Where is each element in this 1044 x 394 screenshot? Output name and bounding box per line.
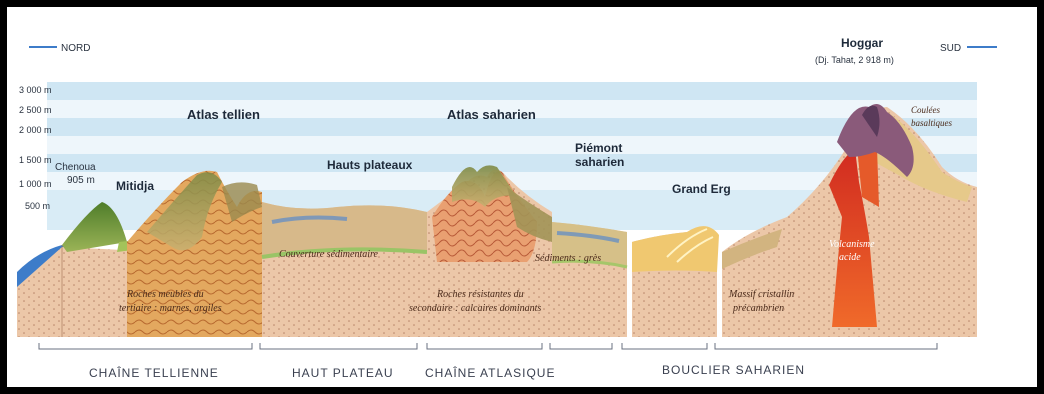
altitude-label-500: 500 m	[25, 201, 50, 211]
region-haut-plateau: HAUT PLATEAU	[292, 366, 394, 380]
label-roches-resistantes-1: Roches résistantes du	[436, 289, 524, 300]
label-atlas-tellien: Atlas tellien	[187, 107, 260, 122]
block-piemont	[552, 222, 627, 337]
region-bouclier-saharien: BOUCLIER SAHARIEN	[662, 363, 805, 377]
altitude-label-1500: 1 500 m	[19, 155, 52, 165]
diagram-frame: 3 000 m 2 500 m 2 000 m 1 500 m 1 000 m …	[7, 7, 1037, 387]
cross-section-diagram: 3 000 m 2 500 m 2 000 m 1 500 m 1 000 m …	[7, 7, 1037, 387]
altitude-label-2000: 2 000 m	[19, 125, 52, 135]
label-massif-2: précambrien	[732, 303, 784, 314]
label-chenoua-name: Chenoua	[55, 162, 96, 173]
block-haut-plateau	[262, 202, 427, 337]
label-coulees-1: Coulées	[911, 105, 940, 115]
altitude-label-2500: 2 500 m	[19, 105, 52, 115]
label-hoggar-detail: (Dj. Tahat, 2 918 m)	[815, 55, 894, 65]
label-piemont-2: saharien	[575, 155, 624, 169]
region-labels: CHAÎNE TELLIENNE HAUT PLATEAU CHAÎNE ATL…	[89, 363, 805, 380]
label-hoggar: Hoggar	[841, 36, 883, 50]
label-roches-meubles-2: tertiaire : marnes, argiles	[119, 303, 222, 314]
label-atlas-saharien: Atlas saharien	[447, 107, 536, 122]
north-label: NORD	[61, 43, 90, 54]
direction-south: SUD	[940, 43, 997, 54]
label-chenoua-height: 905 m	[67, 175, 95, 186]
block-grand-erg	[632, 226, 719, 337]
label-sediments: Sédiments : grès	[535, 253, 601, 264]
label-volcanisme-1: Volcanisme	[829, 239, 875, 250]
south-label: SUD	[940, 43, 961, 54]
label-grand-erg: Grand Erg	[672, 182, 731, 196]
label-piemont-1: Piémont	[575, 141, 622, 155]
label-mitidja: Mitidja	[116, 179, 154, 193]
label-volcanisme-2: acide	[839, 252, 861, 263]
altitude-scale: 3 000 m 2 500 m 2 000 m 1 500 m 1 000 m …	[19, 85, 52, 211]
direction-north: NORD	[29, 43, 90, 54]
region-brackets	[39, 343, 937, 349]
label-roches-meubles-1: Roches meubles du	[126, 289, 204, 300]
label-massif-1: Massif cristallin	[728, 289, 794, 300]
label-roches-resistantes-2: secondaire : calcaires dominants	[409, 303, 541, 314]
altitude-label-3000: 3 000 m	[19, 85, 52, 95]
label-coulees-2: basaltiques	[911, 118, 952, 128]
label-couverture: Couverture sédimentaire	[279, 249, 379, 260]
region-chaine-atlasique: CHAÎNE ATLASIQUE	[425, 365, 555, 380]
region-chaine-tellienne: CHAÎNE TELLIENNE	[89, 365, 219, 380]
label-hauts-plateaux: Hauts plateaux	[327, 158, 413, 172]
altitude-label-1000: 1 000 m	[19, 179, 52, 189]
